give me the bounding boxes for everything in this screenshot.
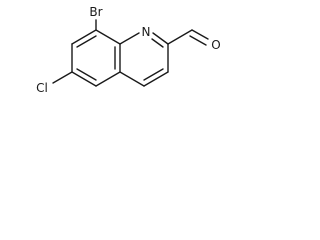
bond-c3-c4-inner <box>143 68 164 81</box>
bond-c7-c8-inner <box>76 35 97 48</box>
nitrogen-label: N <box>142 25 151 39</box>
bond-c5-c6-inner <box>76 68 97 81</box>
pyridine-ring <box>119 32 169 87</box>
bond-c8-c8a <box>95 29 121 45</box>
bond-cho-o-inner <box>189 35 207 46</box>
oxygen-label: O <box>211 38 220 52</box>
bond-cho-o <box>191 29 209 40</box>
aldehyde-group <box>167 29 209 46</box>
bond-c7-c8 <box>71 29 97 45</box>
bond-n1-c2 <box>152 32 169 45</box>
bond-c3-c4 <box>143 71 169 87</box>
bromine-label: Br <box>89 5 102 19</box>
bond-c6-cl <box>52 71 73 84</box>
chlorine-label: Cl <box>36 81 48 95</box>
bond-c2-cho <box>167 29 193 45</box>
bond-c4-c4a <box>119 71 145 87</box>
chemical-structure: Br N O Cl <box>36 5 221 95</box>
bond-c5-c6 <box>71 71 97 87</box>
bond-c8a-n1 <box>119 32 140 45</box>
bond-c4a-c5 <box>95 71 121 87</box>
bond-n1-c2-inner <box>151 38 164 48</box>
benzene-ring <box>71 29 121 87</box>
